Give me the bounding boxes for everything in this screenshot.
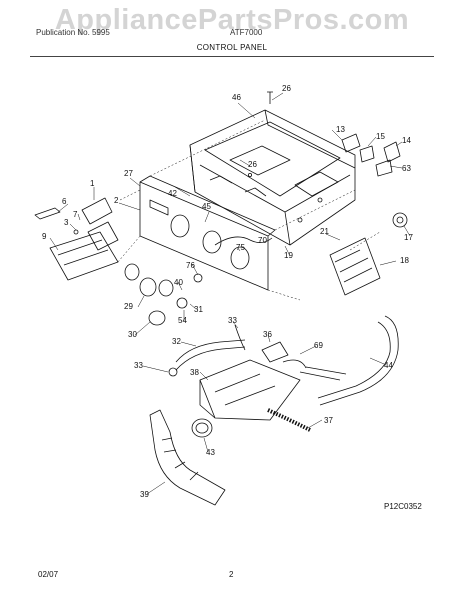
callout-label: 19 xyxy=(284,251,293,260)
bellows-hose xyxy=(149,409,226,506)
callout-label: 32 xyxy=(172,337,181,346)
drain-hose xyxy=(267,408,311,432)
callout-label: 75 xyxy=(236,243,245,252)
callout-label: 38 xyxy=(190,368,199,377)
callout-label: 33 xyxy=(134,361,143,370)
callout-label: 76 xyxy=(186,261,195,270)
watermark: AppliancePartsPros.com xyxy=(54,4,410,36)
callout-label: 30 xyxy=(128,330,137,339)
control-board xyxy=(329,237,381,296)
callout-label: 29 xyxy=(124,302,133,311)
callout-label: 69 xyxy=(314,341,323,350)
clamp-part xyxy=(168,367,178,377)
callout-label: 31 xyxy=(194,305,203,314)
selector-knobs xyxy=(124,263,203,326)
callout-label: 46 xyxy=(232,93,241,102)
callout-label: 36 xyxy=(263,330,272,339)
dispenser-assembly xyxy=(34,197,119,281)
gasket-part xyxy=(191,418,213,438)
callout-label: 70 xyxy=(258,236,267,245)
section-title: CONTROL PANEL xyxy=(196,43,268,52)
page-number: 2 xyxy=(229,570,234,579)
hose-set xyxy=(175,315,399,406)
callout-label: 14 xyxy=(402,136,411,145)
callout-label: 26 xyxy=(282,84,291,93)
callout-label: 37 xyxy=(324,416,333,425)
model-number: ATF7000 xyxy=(230,28,263,37)
callout-label: 42 xyxy=(168,189,177,198)
callout-label: 43 xyxy=(206,448,215,457)
callout-label: 17 xyxy=(404,233,413,242)
callout-label: 2 xyxy=(114,196,119,205)
footer-date: 02/07 xyxy=(38,570,59,579)
header-rule xyxy=(30,56,434,57)
cabinet-top-frame xyxy=(189,109,356,246)
callout-label: 40 xyxy=(174,278,183,287)
callout-label: 15 xyxy=(376,132,385,141)
callout-label: 44 xyxy=(384,361,393,370)
wire-harness xyxy=(214,236,273,246)
knob-part xyxy=(392,212,408,228)
relay-switches xyxy=(341,133,401,177)
callout-label: 13 xyxy=(336,125,345,134)
callout-label: 54 xyxy=(178,316,187,325)
callout-label: 18 xyxy=(400,256,409,265)
callout-label: 3 xyxy=(64,218,69,227)
water-valve-housing xyxy=(199,341,307,421)
callout-label: 63 xyxy=(402,164,411,173)
callout-label: 21 xyxy=(320,227,329,236)
screw-part xyxy=(267,91,273,104)
control-panel-console xyxy=(139,175,276,291)
callout-label: 7 xyxy=(73,210,78,219)
callout-label: 27 xyxy=(124,169,133,178)
callout-label: 26 xyxy=(248,160,257,169)
figure-code: P12C0352 xyxy=(384,502,422,511)
callout-label: 45 xyxy=(202,202,211,211)
callout-label: 33 xyxy=(228,316,237,325)
publication-number: Publication No. 5995 xyxy=(36,28,110,37)
callout-label: 1 xyxy=(90,179,95,188)
callout-label: 6 xyxy=(62,197,67,206)
callout-label: 9 xyxy=(42,232,47,241)
callout-label: 39 xyxy=(140,490,149,499)
